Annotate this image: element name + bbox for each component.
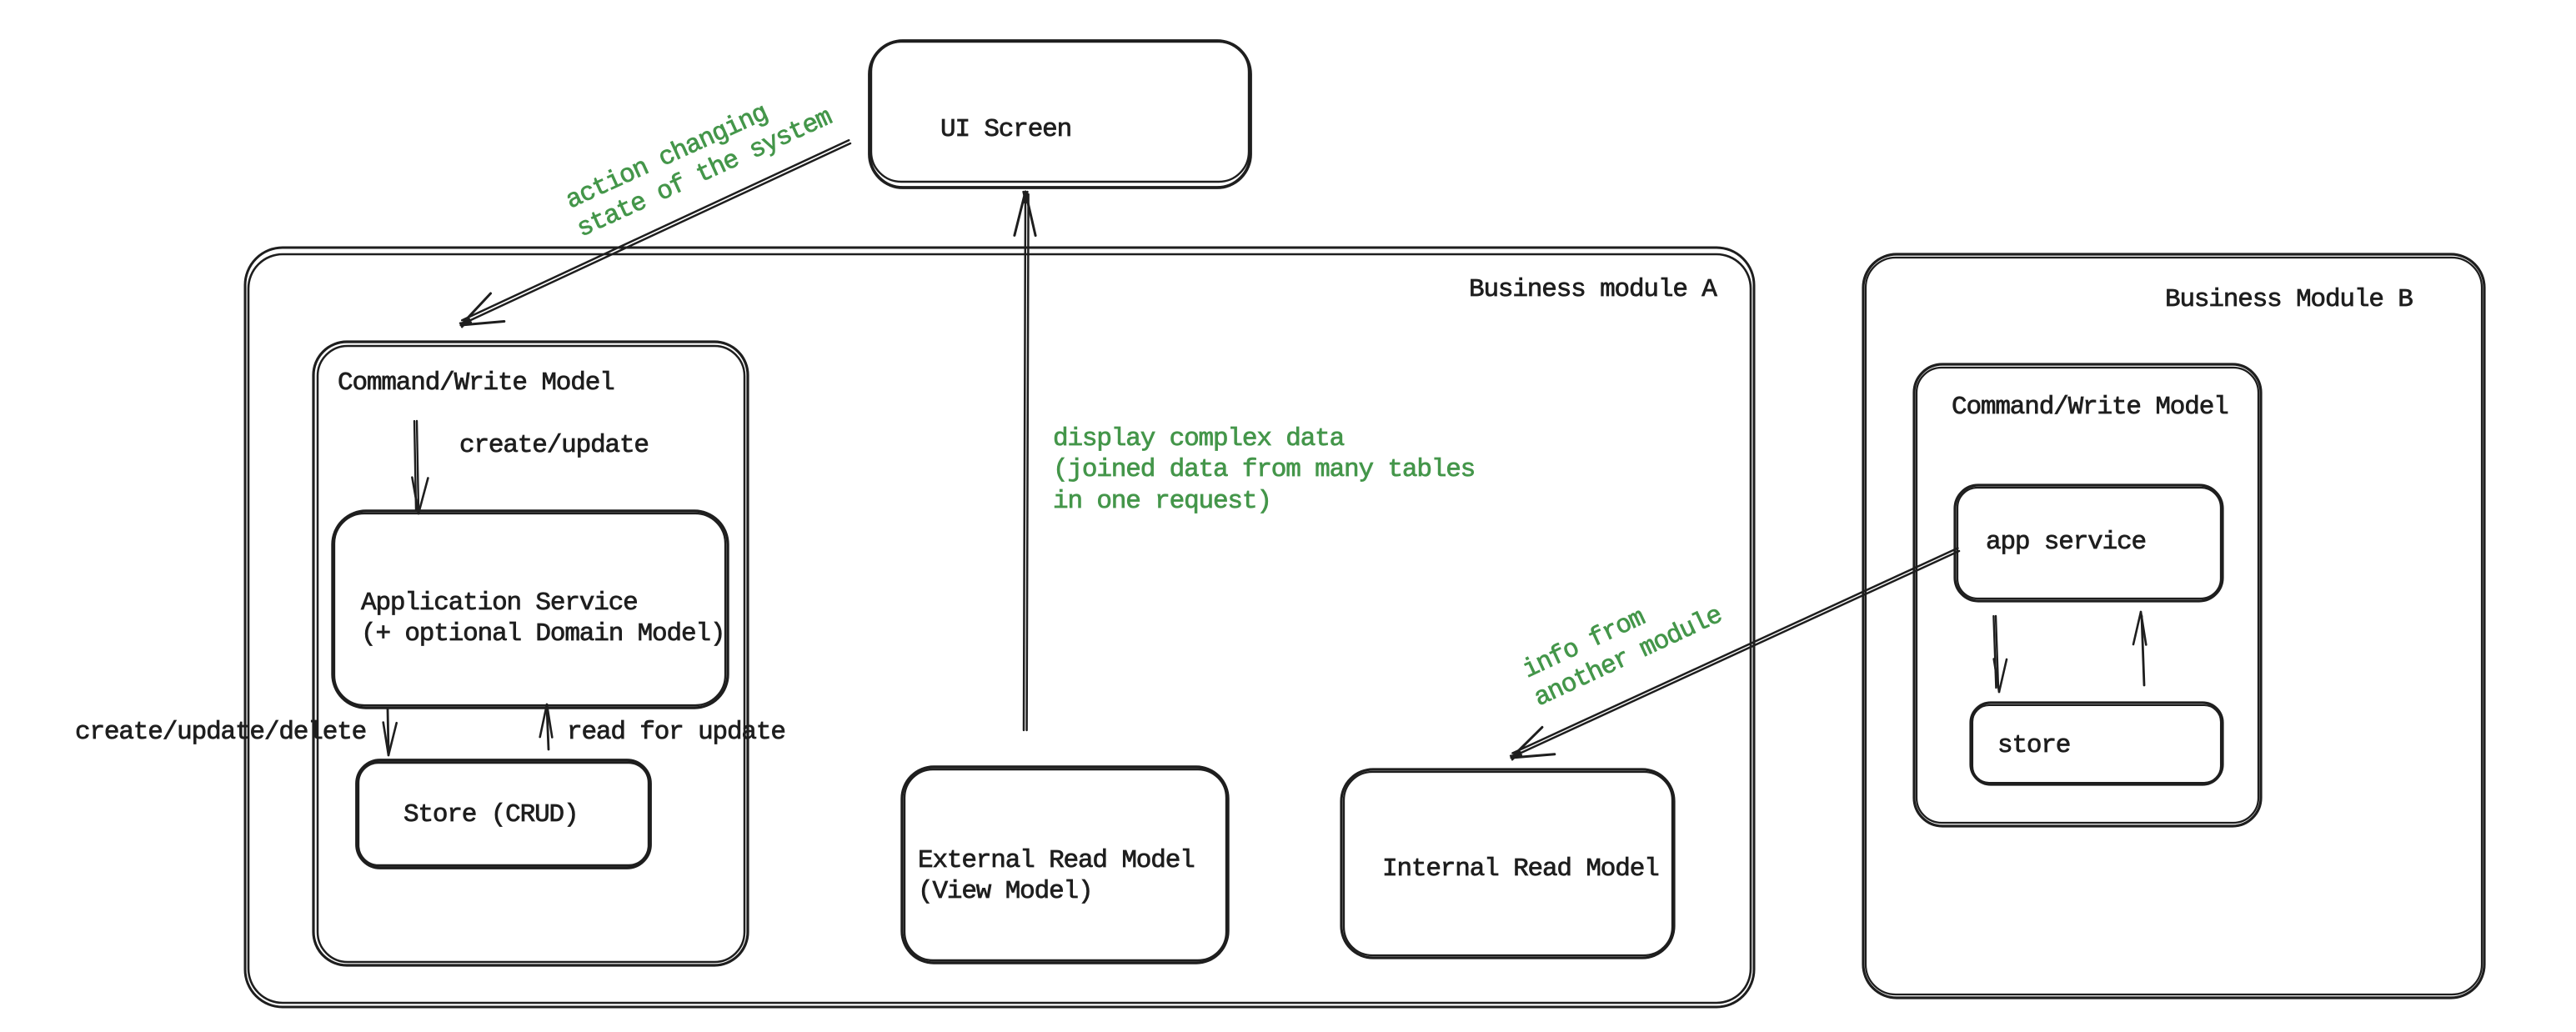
svg-text:(+ optional Domain Model): (+ optional Domain Model) — [361, 619, 724, 649]
svg-text:Internal Read Model: Internal Read Model — [1382, 854, 1659, 884]
svg-text:Business Module B: Business Module B — [2165, 285, 2413, 314]
svg-text:(View Model): (View Model) — [918, 877, 1092, 906]
svg-text:(joined data from many tables: (joined data from many tables — [1053, 455, 1475, 484]
svg-text:Command/Write Model: Command/Write Model — [338, 368, 614, 398]
svg-text:display complex data: display complex data — [1053, 424, 1345, 453]
svg-text:create/update: create/update — [459, 431, 649, 460]
svg-text:app service: app service — [1986, 528, 2146, 557]
svg-text:Business module A: Business module A — [1469, 275, 1717, 304]
svg-text:Store (CRUD): Store (CRUD) — [403, 800, 578, 829]
svg-text:read for update: read for update — [567, 718, 785, 747]
svg-text:create/update/delete: create/update/delete — [75, 718, 366, 747]
svg-text:store: store — [1997, 731, 2070, 760]
svg-text:UI Screen: UI Screen — [940, 115, 1071, 144]
svg-text:Command/Write Model: Command/Write Model — [1952, 393, 2228, 422]
svg-text:External Read Model: External Read Model — [918, 846, 1195, 875]
svg-text:in one request): in one request) — [1053, 487, 1271, 516]
svg-text:Application Service: Application Service — [361, 589, 638, 618]
